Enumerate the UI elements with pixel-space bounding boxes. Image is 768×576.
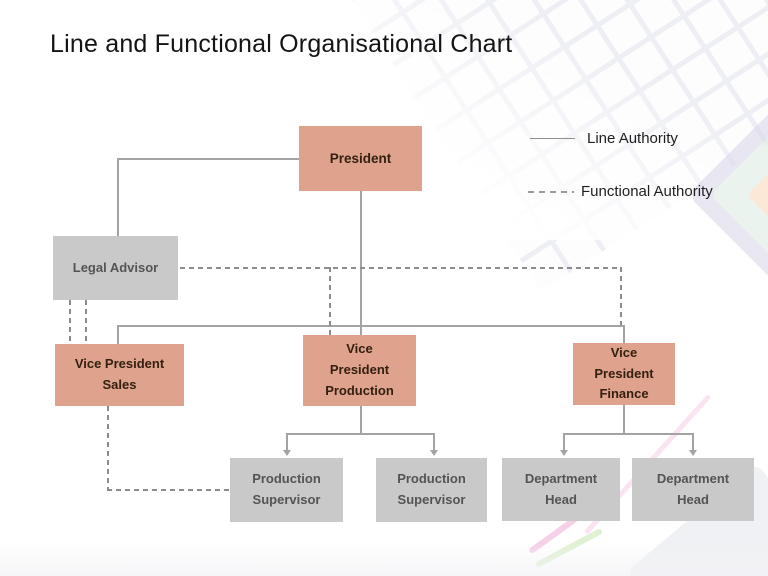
dashed-vp-sales-to-production-supervisor [107, 489, 230, 491]
line-finance-spreader [563, 433, 692, 435]
arrowhead-production-supervisor-1 [283, 450, 291, 456]
line-drop-production-supervisor-1 [286, 433, 288, 450]
node-department-head-2-label: Department Head [656, 470, 730, 507]
legend-line-authority-label: Line Authority [587, 130, 678, 147]
line-president-to-legal-advisor-h [117, 158, 299, 160]
node-vp-production-label: Vice President Production [325, 341, 394, 398]
node-vp-sales-label: Vice President Sales [74, 356, 165, 392]
node-vp-finance: Vice President Finance [573, 343, 675, 405]
legend-functional-authority-label: Functional Authority [581, 183, 713, 200]
node-production-supervisor-1: Production Supervisor [230, 458, 343, 522]
node-president-label: President [329, 150, 392, 166]
line-production-spreader [286, 433, 433, 435]
arrowhead-production-supervisor-2 [430, 450, 438, 456]
node-vp-finance-label: Vice President Finance [594, 344, 654, 402]
dashed-drop-vp-production [329, 267, 331, 335]
line-drop-vp-sales [117, 325, 119, 344]
line-drop-vp-finance [623, 325, 625, 343]
line-vp-production-stem [360, 406, 362, 433]
dashed-legal-to-vp-sales-2 [85, 300, 87, 344]
node-vp-production: Vice President Production [303, 335, 416, 406]
line-vp-finance-stem [623, 405, 625, 433]
node-department-head-1: Department Head [502, 458, 620, 521]
node-legal-advisor: Legal Advisor [53, 236, 178, 300]
line-drop-department-head-1 [563, 433, 565, 450]
node-production-supervisor-1-label: Production Supervisor [252, 471, 321, 507]
line-president-trunk [360, 191, 362, 335]
node-vp-sales: Vice President Sales [55, 344, 184, 406]
line-drop-production-supervisor-2 [433, 433, 435, 450]
dashed-drop-vp-finance [620, 267, 622, 325]
node-department-head-1-label: Department Head [524, 470, 598, 507]
arrowhead-department-head-1 [560, 450, 568, 456]
node-president: President [299, 126, 422, 191]
line-president-to-legal-advisor-v [117, 158, 119, 236]
node-production-supervisor-2-label: Production Supervisor [397, 471, 466, 507]
legend-solid-line-swatch [530, 138, 575, 139]
dashed-legal-advisor-rail [180, 267, 622, 269]
desk-shadow-decoration [0, 542, 768, 576]
legend-dashed-line-swatch [528, 191, 574, 193]
node-department-head-2: Department Head [632, 458, 754, 521]
line-drop-department-head-2 [692, 433, 694, 450]
node-legal-advisor-label: Legal Advisor [72, 259, 159, 275]
arrowhead-department-head-2 [689, 450, 697, 456]
dashed-vp-sales-stem [107, 406, 109, 490]
slide-title: Line and Functional Organisational Chart [50, 30, 513, 58]
line-vp-rail [117, 325, 624, 327]
node-production-supervisor-2: Production Supervisor [376, 458, 487, 522]
dashed-legal-to-vp-sales-1 [69, 300, 71, 344]
